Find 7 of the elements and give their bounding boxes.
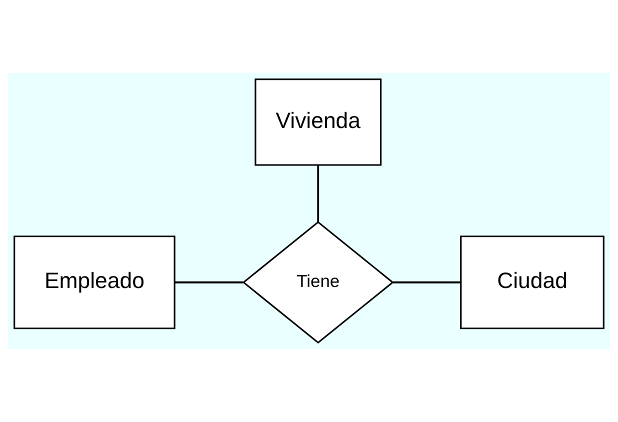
connector: [393, 281, 460, 284]
node-diamond: Tiene: [242, 221, 394, 344]
node-box: Vivienda: [254, 78, 382, 166]
connector: [317, 165, 320, 222]
node-box: Empleado: [14, 236, 176, 330]
connector: [174, 281, 244, 284]
node-box: Ciudad: [460, 236, 604, 330]
